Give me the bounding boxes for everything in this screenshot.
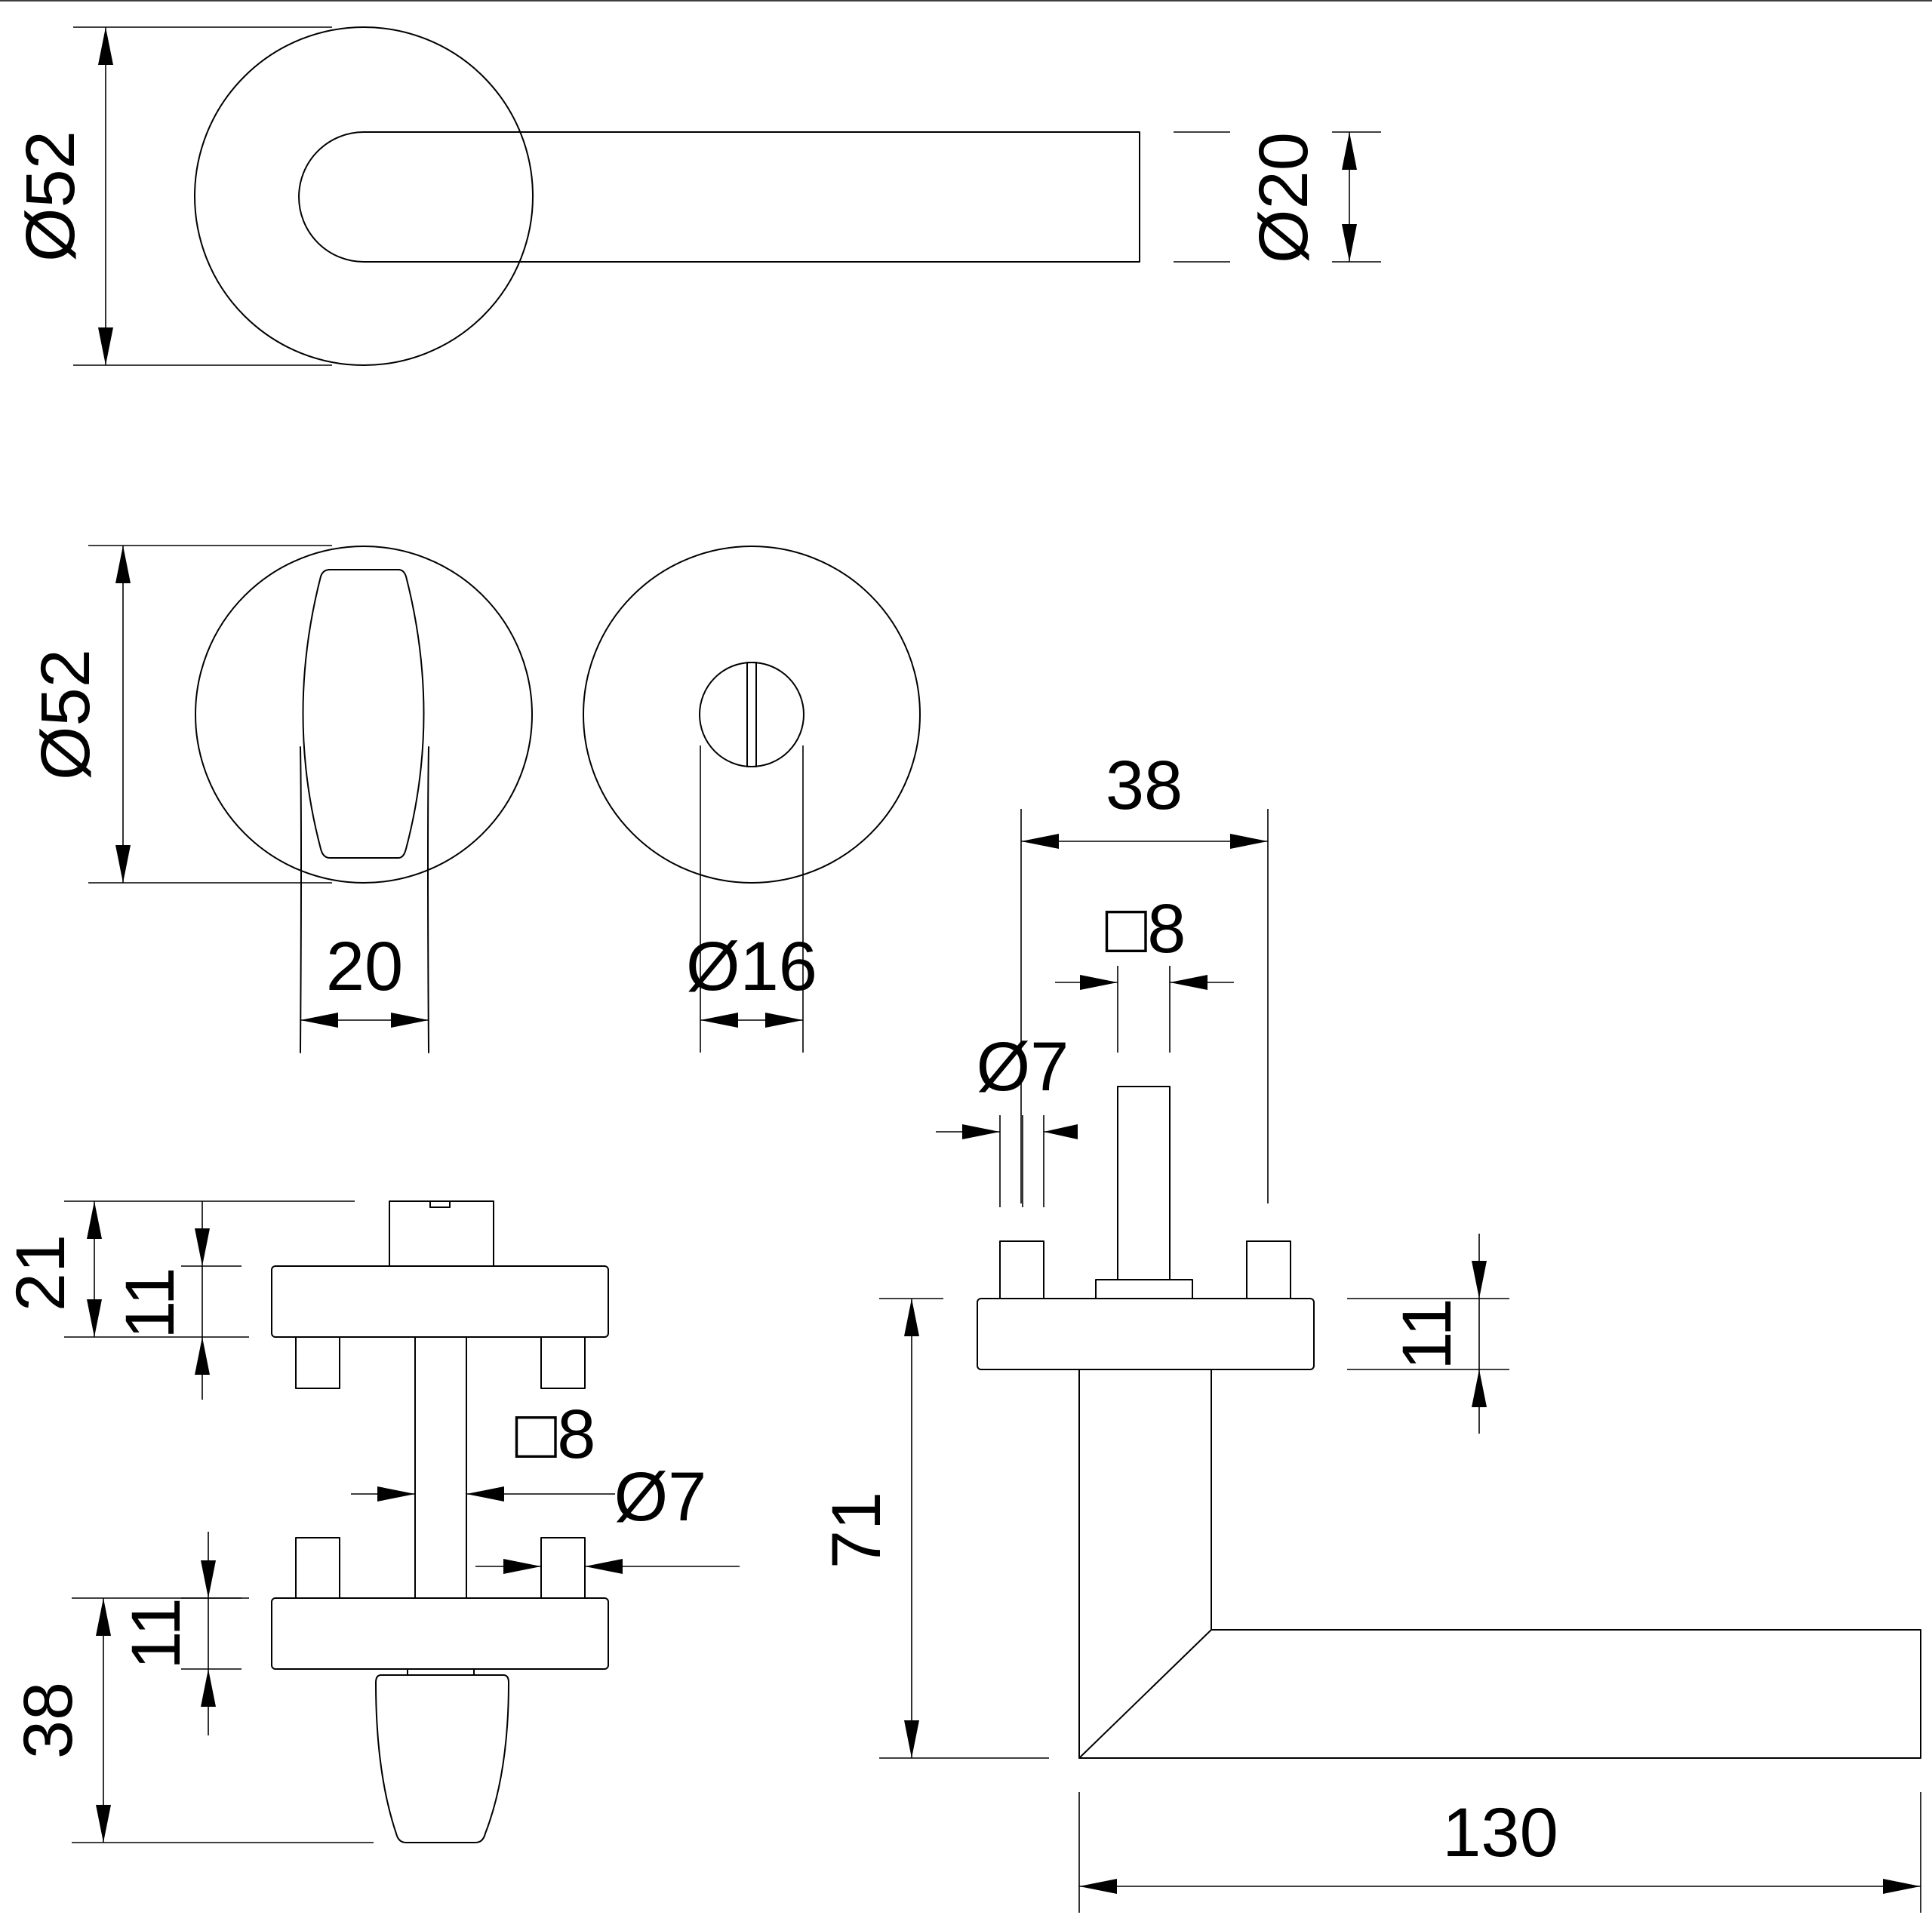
release-knob [375,1674,509,1843]
arrow-head [765,1013,803,1028]
arrow-head [962,1124,1000,1139]
arrow-head [377,1486,415,1502]
arrow-head [98,27,113,65]
arrow-head [1230,834,1268,849]
dim-rose-spacing: 38 [1106,747,1183,824]
dim-pin-diameter-left: Ø7 [614,1459,707,1535]
arrow-head [904,1720,919,1758]
arrow-head [391,1013,429,1028]
lower-rose-body [271,1597,609,1670]
arrow-head [1472,1261,1487,1299]
upper-rose-body [271,1265,609,1338]
lever-body [1078,1369,1921,1759]
turn-knob-top [389,1200,494,1267]
arrow-head [96,1805,111,1843]
arrow-head [201,1560,216,1598]
arrow-head [201,1669,216,1707]
arrow-head [195,1228,210,1266]
upper-rose-pin [295,1336,340,1389]
release-collar [407,1668,475,1676]
arrow-head [1883,1879,1921,1894]
lower-rose-pin [295,1537,340,1599]
lever-side-view: 38 □8 Ø7 11 71 [818,747,1921,1913]
lever-chamfer [1078,1629,1212,1759]
arrow-head [904,1299,919,1336]
arrow-head [585,1559,623,1574]
arrow-head [1044,1124,1078,1139]
rose-pin [1246,1240,1291,1299]
arrow-head [195,1337,210,1375]
arrow-head [1021,834,1059,849]
dim-pin-diameter-right: Ø7 [977,1028,1069,1105]
arrow-head [1079,1879,1117,1894]
upper-rose-pin [540,1336,586,1389]
dim-lever-length: 130 [1442,1794,1558,1871]
extension-line [300,746,302,1053]
arrow-head [115,845,131,883]
arrow-head [1170,975,1208,990]
dim-rose-height-lower: 11 [118,1597,195,1670]
dim-rose-height-right: 11 [1389,1298,1466,1370]
turn-rose-outline [195,546,533,884]
dim-rose-height-upper: 11 [112,1267,189,1339]
thumb-turn-outline [302,569,425,859]
arrow-head [96,1598,111,1636]
dim-spindle-square-left: □8 [515,1396,596,1473]
arrow-head [1472,1369,1487,1407]
dim-lever-diameter: Ø20 [1245,132,1322,263]
rose-outline [194,26,534,366]
lower-rose-pin [540,1537,586,1599]
dim-rose-diameter-middle: Ø52 [27,649,104,780]
dim-turn-width: 20 [326,928,403,1005]
cylinder-hole [699,662,804,767]
rose-views: Ø52 20 Ø16 [27,545,921,1053]
arrow-head [1342,224,1357,262]
rose-pin [999,1240,1044,1299]
spindle [1117,1086,1171,1280]
dim-total-depth: 21 [2,1234,79,1311]
dim-spindle-square-right: □8 [1106,890,1186,967]
dim-lever-height: 71 [818,1492,895,1569]
arrow-head [700,1013,738,1028]
arrow-head [98,327,113,365]
lever-outline [298,131,1140,263]
lever-rose-body [977,1298,1315,1370]
lever-front-view: Ø52 Ø20 [12,26,1381,366]
arrow-head [1342,132,1357,170]
arrow-head [115,546,131,583]
arrow-head [87,1201,102,1239]
dim-rose-diameter-top: Ø52 [12,131,89,262]
arrow-head [87,1299,102,1337]
arrow-head [503,1559,541,1574]
emergency-slot [746,662,757,767]
extension-line [427,746,429,1053]
release-rose-outline [583,546,921,884]
dim-cylinder-diameter: Ø16 [686,928,817,1005]
dim-turn-length: 38 [10,1682,87,1759]
turn-release-side-view: 21 11 □8 Ø7 11 38 [2,1200,740,1843]
arrow-head [1080,975,1118,990]
arrow-head [300,1013,338,1028]
spindle-collar [1095,1279,1193,1299]
arrow-head [466,1486,504,1502]
